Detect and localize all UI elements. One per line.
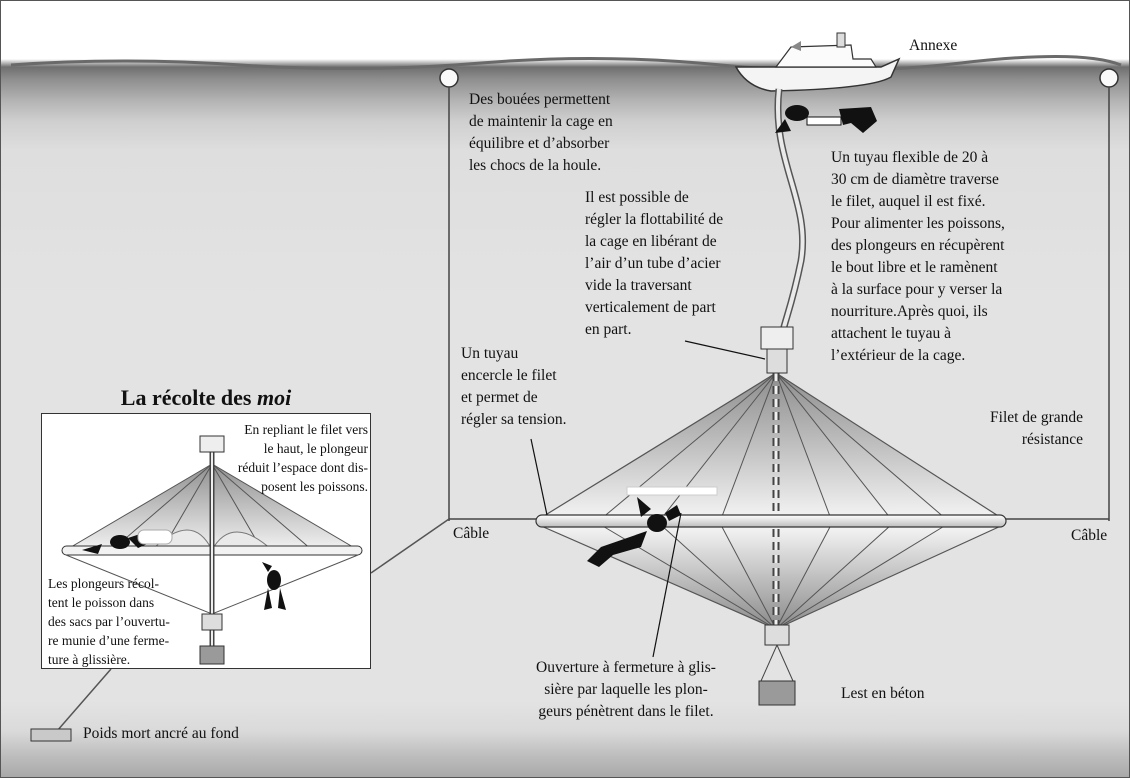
label-ouverture: Ouverture à fermeture à glis- sière par … (536, 659, 716, 720)
label-poids-mort: Poids mort ancré au fond (83, 725, 239, 742)
boat-annexe (734, 32, 901, 92)
inset-label-recoltent: Les plongeurs récol- tent le poisson dan… (48, 576, 170, 667)
sea-surface (10, 54, 1122, 73)
buoy-left (439, 68, 459, 521)
leader-ouverture (652, 512, 682, 658)
cable-to-inset (370, 518, 450, 574)
label-cable-left: Câble (453, 525, 490, 542)
diver-opening-icon (587, 486, 718, 567)
cable-to-anchor (56, 668, 112, 732)
inset-harvest-panel: En repliant le filet vers le haut, le pl… (41, 413, 371, 669)
concrete-ballast (758, 680, 796, 706)
label-filet: Filet de grande résistance (990, 409, 1083, 448)
buoy-right (1099, 68, 1119, 521)
inset-scene (61, 435, 363, 665)
leader-flottabilite (684, 340, 766, 360)
tension-ring (535, 514, 1007, 528)
leader-tuyau-encercle (530, 438, 548, 516)
cage-net (536, 326, 1006, 682)
inset-diver-left-icon (82, 529, 173, 554)
inset-label-repliant: En repliant le filet vers le haut, le pl… (237, 422, 368, 494)
label-annexe: Annexe (909, 37, 958, 54)
label-flottabilite: Il est possible de régler la flottabilit… (585, 189, 724, 338)
inset-title-em: moi (257, 385, 292, 410)
label-tuyau-encercle: Un tuyau encercle le filet et permet de … (461, 345, 567, 428)
inset-title: La récolte des moi (41, 385, 371, 411)
label-bouees: Des bouées permettent de maintenir la ca… (469, 91, 613, 174)
label-cable-right: Câble (1071, 527, 1108, 544)
diver-surface-icon (775, 105, 877, 133)
label-lest: Lest en béton (841, 685, 925, 702)
inset-title-main: La récolte des (120, 385, 257, 410)
label-tuyau-flexible: Un tuyau flexible de 20 à 30 cm de diamè… (831, 149, 1005, 364)
inset-diver-right-icon (262, 562, 286, 610)
anchor-weight (30, 728, 72, 742)
